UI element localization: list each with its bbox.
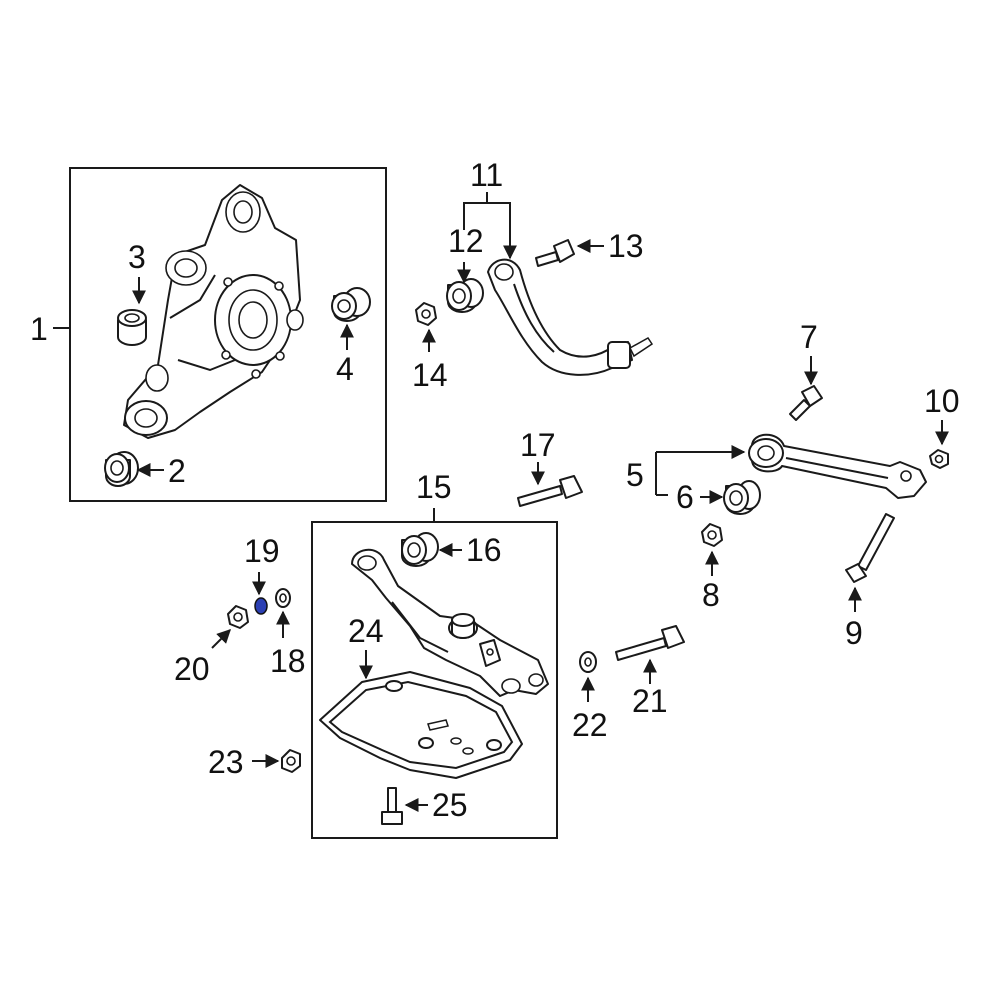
callout-5: 5 [626, 457, 644, 493]
nut-8[interactable] [701, 523, 723, 547]
callout-15: 15 [416, 469, 452, 505]
callout-6: 6 [676, 479, 694, 515]
callout-7: 7 [800, 319, 818, 355]
nut-14[interactable] [415, 302, 437, 326]
callout-17: 17 [520, 427, 556, 463]
bolt-21[interactable] [615, 625, 685, 661]
callout-13: 13 [608, 228, 644, 264]
callout-21: 21 [632, 683, 668, 719]
bolt-13[interactable] [535, 239, 575, 267]
nut-23[interactable] [281, 749, 301, 773]
bushing-6[interactable] [723, 480, 761, 515]
callout-8: 8 [702, 577, 720, 613]
callout-2: 2 [168, 453, 186, 489]
callout-25: 25 [432, 787, 468, 823]
bolt-17[interactable] [517, 475, 583, 507]
callout-20: 20 [174, 651, 210, 687]
lower-control-arm[interactable] [351, 549, 549, 697]
callout-14: 14 [412, 357, 448, 393]
upper-control-arm[interactable] [487, 258, 654, 376]
bolt-9[interactable] [845, 513, 895, 583]
washer-18[interactable] [275, 588, 291, 608]
callout-4: 4 [336, 351, 354, 387]
callout-16: 16 [466, 532, 502, 568]
callout-19: 19 [244, 533, 280, 569]
bushing-16[interactable] [401, 532, 439, 567]
lower-arm-cover[interactable] [319, 671, 523, 779]
knuckle-group-box [69, 167, 387, 502]
callout-1: 1 [30, 311, 48, 347]
callout-10: 10 [924, 383, 960, 419]
bushing-4[interactable] [331, 287, 371, 322]
nut-10[interactable] [929, 449, 949, 469]
callout-9: 9 [845, 615, 863, 651]
knuckle[interactable] [123, 184, 304, 439]
callout-12: 12 [448, 223, 484, 259]
bushing-3[interactable] [117, 309, 147, 346]
callout-22: 22 [572, 707, 608, 743]
bolt-7[interactable] [789, 385, 823, 421]
washer-22[interactable] [579, 651, 597, 673]
bolt-25[interactable] [381, 787, 403, 825]
callout-23: 23 [208, 744, 244, 780]
callout-11: 11 [470, 157, 503, 193]
nut-20[interactable] [227, 605, 249, 629]
seal-19-highlighted[interactable] [254, 597, 268, 615]
callout-24: 24 [348, 613, 384, 649]
bushing-2[interactable] [104, 451, 139, 487]
callout-18: 18 [270, 643, 306, 679]
callout-3: 3 [128, 239, 146, 275]
callout-20-arrow [211, 629, 231, 649]
bushing-12[interactable] [446, 278, 484, 313]
lateral-link[interactable] [748, 433, 927, 499]
